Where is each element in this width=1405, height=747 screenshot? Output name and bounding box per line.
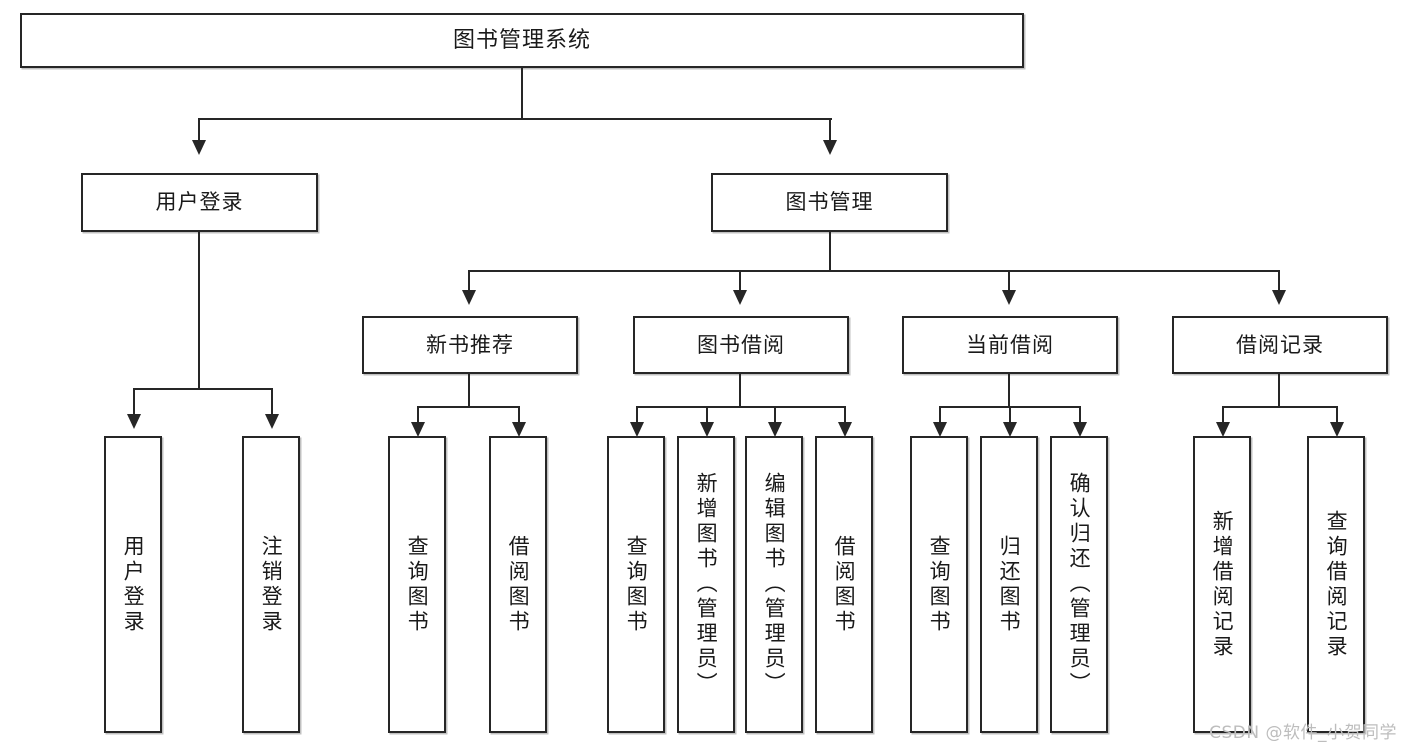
arrow-book-mgmt-to-book-borrow <box>733 290 747 305</box>
arrow-book-mgmt-to-borrow-record <box>1272 290 1286 305</box>
leaf-borrow-book[interactable]: 借阅图书 <box>815 436 873 733</box>
connector-book-mgmt-drop-3 <box>1008 270 1011 292</box>
arrow-book-mgmt-to-current-borrow <box>1002 290 1016 305</box>
connector-borrow-record-drop-1 <box>1222 406 1225 424</box>
node-root-system[interactable]: 图书管理系统 <box>20 13 1024 68</box>
arrow-current-borrow-leaf-2 <box>1003 422 1017 437</box>
connector-borrow-record-drop-2 <box>1336 406 1339 424</box>
arrow-borrow-record-leaf-1 <box>1216 422 1230 437</box>
connector-book-borrow-drop-4 <box>844 406 847 424</box>
connector-user-login-drop-1 <box>133 388 136 416</box>
node-current-borrow[interactable]: 当前借阅 <box>902 316 1118 374</box>
arrow-borrow-record-leaf-2 <box>1330 422 1344 437</box>
node-borrow-record[interactable]: 借阅记录 <box>1172 316 1388 374</box>
leaf-return-book[interactable]: 归还图书 <box>980 436 1038 733</box>
node-book-management[interactable]: 图书管理 <box>711 173 948 232</box>
arrow-book-borrow-leaf-2 <box>700 422 714 437</box>
leaf-logout[interactable]: 注销登录 <box>242 436 300 733</box>
leaf-user-login[interactable]: 用户登录 <box>104 436 162 733</box>
leaf-borrow-book-recommend[interactable]: 借阅图书 <box>489 436 547 733</box>
connector-book-borrow-drop-2 <box>706 406 709 424</box>
connector-book-mgmt-drop-2 <box>739 270 742 292</box>
leaf-add-book-admin[interactable]: 新增图书（管理员） <box>677 436 735 733</box>
arrow-new-book-leaf-2 <box>512 422 526 437</box>
arrow-current-borrow-leaf-1 <box>933 422 947 437</box>
connector-new-book-drop-2 <box>518 406 521 424</box>
leaf-query-borrow-record[interactable]: 查询借阅记录 <box>1307 436 1365 733</box>
connector-current-borrow-drop-3 <box>1079 406 1082 424</box>
node-user-login[interactable]: 用户登录 <box>81 173 318 232</box>
connector-root-to-user-login <box>198 118 201 142</box>
connector-book-mgmt-drop-4 <box>1278 270 1281 292</box>
arrow-user-login-leaf-1 <box>127 414 141 429</box>
leaf-add-borrow-record[interactable]: 新增借阅记录 <box>1193 436 1251 733</box>
arrow-root-to-book-mgmt <box>823 140 837 155</box>
connector-book-borrow-stem <box>739 374 742 408</box>
connector-new-book-stem <box>468 374 471 408</box>
arrow-book-borrow-leaf-3 <box>768 422 782 437</box>
connector-current-borrow-drop-2 <box>1009 406 1012 424</box>
connector-new-book-drop-1 <box>417 406 420 424</box>
leaf-confirm-return-admin[interactable]: 确认归还（管理员） <box>1050 436 1108 733</box>
arrow-root-to-user-login <box>192 140 206 155</box>
connector-root-bus <box>198 118 832 121</box>
leaf-query-book-borrow[interactable]: 查询图书 <box>607 436 665 733</box>
leaf-query-book-current[interactable]: 查询图书 <box>910 436 968 733</box>
connector-user-login-stem <box>198 232 201 390</box>
connector-borrow-record-bus <box>1222 406 1338 409</box>
node-new-book-recommend[interactable]: 新书推荐 <box>362 316 578 374</box>
connector-user-login-drop-2 <box>271 388 274 416</box>
arrow-current-borrow-leaf-3 <box>1073 422 1087 437</box>
arrow-book-borrow-leaf-4 <box>838 422 852 437</box>
leaf-query-book-recommend[interactable]: 查询图书 <box>388 436 446 733</box>
connector-book-mgmt-drop-1 <box>468 270 471 292</box>
arrow-book-mgmt-to-new-book <box>462 290 476 305</box>
connector-current-borrow-stem <box>1008 374 1011 408</box>
connector-root-to-book-mgmt <box>829 118 832 142</box>
connector-book-borrow-drop-3 <box>774 406 777 424</box>
connector-borrow-record-stem <box>1278 374 1281 408</box>
connector-book-mgmt-bus <box>468 270 1280 273</box>
connector-current-borrow-drop-1 <box>939 406 942 424</box>
leaf-edit-book-admin[interactable]: 编辑图书（管理员） <box>745 436 803 733</box>
connector-root-stem <box>521 68 524 119</box>
node-book-borrow[interactable]: 图书借阅 <box>633 316 849 374</box>
connector-book-borrow-drop-1 <box>636 406 639 424</box>
connector-book-borrow-bus <box>636 406 846 409</box>
arrow-new-book-leaf-1 <box>411 422 425 437</box>
connector-book-mgmt-stem <box>829 232 832 272</box>
arrow-user-login-leaf-2 <box>265 414 279 429</box>
arrow-book-borrow-leaf-1 <box>630 422 644 437</box>
connector-user-login-bus <box>133 388 273 391</box>
connector-new-book-bus <box>417 406 520 409</box>
